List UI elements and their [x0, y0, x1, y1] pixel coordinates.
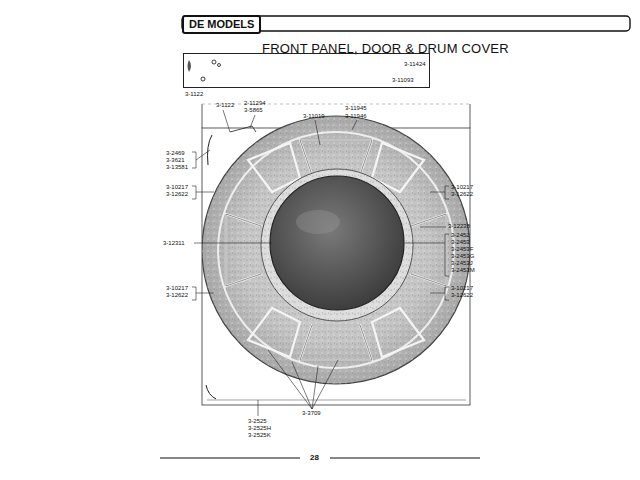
header-text: DE MODELS — [189, 18, 254, 31]
callout-number: 3-10217 — [166, 184, 188, 191]
drawing-part — [445, 234, 449, 276]
drawing-part — [226, 214, 261, 286]
callout-number: 3-3709 — [302, 410, 321, 417]
callout-number: 3-11945 — [345, 105, 367, 112]
drawing-part — [258, 400, 259, 416]
callout-number: 3-2453M — [451, 267, 475, 274]
front-panel — [202, 104, 470, 405]
callout-number: 3-10217 — [166, 285, 188, 292]
drawing-part — [445, 287, 449, 300]
callout-number: 3-5865 — [244, 107, 263, 114]
drawing-part — [300, 325, 372, 360]
callout-number: 3-1122 — [216, 102, 234, 109]
drawing-part — [202, 104, 203, 128]
callout-number: 3-12311 — [163, 240, 185, 247]
drawing-part — [194, 243, 272, 244]
callout-number: 3-1122 — [185, 91, 203, 98]
callout-number: 3-11946 — [345, 113, 367, 120]
drawing-part — [202, 116, 470, 384]
drawing-part — [196, 293, 214, 294]
drawing-part — [201, 77, 205, 81]
drawing-part — [372, 308, 424, 357]
drawing-part — [226, 140, 446, 360]
callout-number: 3-12622 — [166, 292, 188, 299]
callout-number: 3-11093 — [392, 77, 414, 84]
drawing-part — [411, 214, 446, 286]
drum-cover — [202, 116, 470, 384]
drawing-part — [470, 104, 471, 128]
callout-number: 3-2525H — [248, 425, 271, 432]
drawing-part — [202, 104, 470, 105]
drawing-part — [230, 126, 256, 132]
callout-number: 3-2453 — [451, 239, 470, 246]
drawing-part — [261, 169, 413, 321]
drawing-part — [248, 308, 300, 357]
drawing-part — [296, 210, 340, 234]
callout-number: 3-2453F — [451, 246, 473, 253]
callout-number: 2-11294 — [244, 100, 266, 107]
callout-number: 3-12622 — [451, 191, 473, 198]
drawing-part — [420, 227, 446, 228]
leader-lines — [192, 110, 449, 416]
drawing-part — [261, 169, 413, 321]
drawing-part — [315, 120, 320, 145]
drawing-part — [192, 186, 196, 199]
drawing-part — [250, 115, 255, 128]
drawing-part — [352, 120, 357, 130]
inset-parts — [188, 60, 221, 81]
callout-number: 3-12238 — [448, 223, 470, 230]
drawing-part — [192, 287, 196, 300]
drawing-part — [268, 350, 312, 409]
page-rule — [330, 457, 480, 458]
drawing-part — [430, 192, 445, 193]
drawing-part — [430, 293, 445, 294]
page-rule — [160, 457, 300, 458]
drawing-part — [206, 385, 216, 399]
drawing-part — [226, 140, 446, 360]
callout-number: 3-11019 — [303, 113, 325, 120]
drawing-part — [300, 325, 372, 360]
drawing-part — [312, 360, 338, 409]
drawing-part — [202, 116, 470, 384]
callout-number: 3-2525 — [248, 418, 267, 425]
drawing-part — [196, 150, 210, 160]
drawing-part — [212, 60, 216, 64]
header-band — [182, 16, 630, 31]
drawing-part — [270, 176, 404, 310]
callout-number: 3-2453G — [451, 253, 474, 260]
drawing-part — [196, 192, 214, 193]
callout-number: 3-13581 — [166, 164, 188, 171]
drawing-part — [223, 110, 230, 132]
callout-number: 3-11424 — [404, 61, 426, 68]
drawing-part — [292, 362, 312, 409]
callout-number: 3-2469 — [166, 150, 185, 157]
drawing-part — [218, 64, 221, 67]
drawing-part — [192, 152, 196, 168]
callout-number: 3-12622 — [166, 191, 188, 198]
callout-number: 3-2453J — [451, 260, 473, 267]
callout-number: 3-3621 — [166, 157, 185, 164]
drawing-part — [226, 214, 261, 286]
page-number: 28 — [310, 453, 319, 462]
callout-number: 3-2525K — [248, 432, 271, 439]
callout-number: 3-10217 — [451, 184, 473, 191]
drawing-part — [207, 400, 466, 401]
callout-number: 3-10217 — [451, 285, 473, 292]
drawing-part — [445, 186, 449, 199]
drawing-part — [405, 243, 445, 244]
inset-box: 3-11424 3-11093 — [183, 53, 430, 88]
drawing-part — [411, 214, 446, 286]
drawing-part — [218, 132, 454, 368]
callout-number: 3-12622 — [451, 292, 473, 299]
drawing-part — [312, 366, 318, 409]
drawing-part — [188, 60, 192, 72]
header-box: DE MODELS — [182, 15, 261, 34]
callout-number: 3-2452 — [451, 232, 470, 239]
